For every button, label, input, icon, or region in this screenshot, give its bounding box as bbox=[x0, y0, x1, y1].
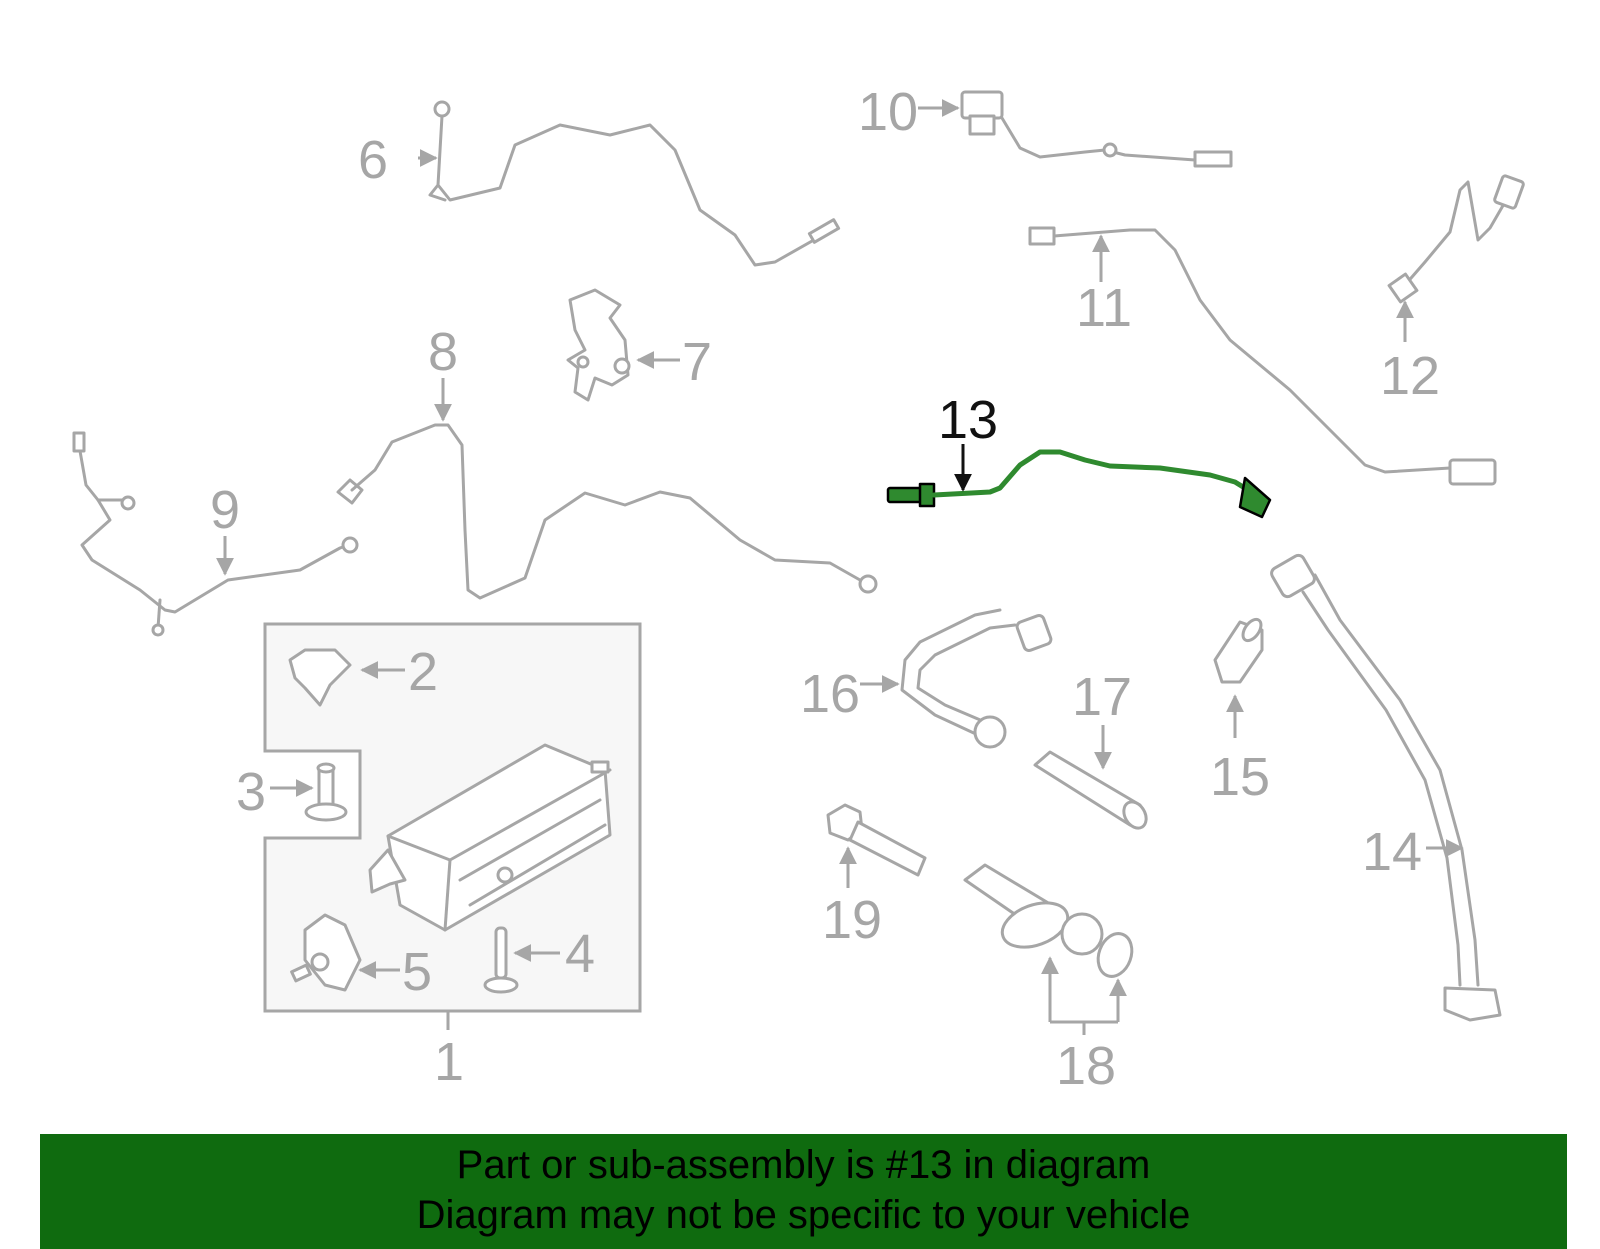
part-3-bolt[interactable] bbox=[304, 762, 348, 822]
callout-19: 19 bbox=[822, 846, 882, 950]
callout-19-label: 19 bbox=[822, 890, 882, 950]
part-13-oxygen-sensor[interactable] bbox=[886, 449, 1272, 519]
part-15-sensor[interactable] bbox=[1213, 616, 1265, 684]
callout-14: 14 bbox=[1362, 822, 1464, 882]
callout-3-label: 3 bbox=[236, 762, 266, 822]
canister[interactable] bbox=[368, 743, 612, 932]
callout-9-label: 9 bbox=[210, 480, 240, 540]
callout-10-label: 10 bbox=[858, 82, 918, 142]
part-16-hose[interactable] bbox=[900, 608, 1053, 749]
part-5-valve[interactable] bbox=[290, 913, 362, 992]
callout-8: 8 bbox=[428, 322, 458, 422]
info-banner: Part or sub-assembly is #13 in diagram D… bbox=[40, 1134, 1567, 1249]
callout-4: 4 bbox=[513, 924, 595, 984]
callout-15-label: 15 bbox=[1210, 747, 1270, 807]
part-6-vacuum-tube[interactable] bbox=[428, 100, 841, 267]
callout-7-label: 7 bbox=[682, 332, 712, 392]
part-8-vapor-tube[interactable] bbox=[336, 423, 878, 600]
callout-7: 7 bbox=[636, 332, 712, 392]
part-10-sensor[interactable] bbox=[960, 90, 1233, 168]
callout-12-label: 12 bbox=[1380, 346, 1440, 406]
callout-13: 13 bbox=[938, 390, 998, 492]
part-11-oxygen-sensor[interactable] bbox=[1028, 226, 1497, 486]
callout-9: 9 bbox=[210, 480, 240, 576]
callout-17: 17 bbox=[1072, 667, 1132, 770]
callout-6: 6 bbox=[358, 130, 438, 190]
callout-2-label: 2 bbox=[408, 642, 438, 702]
part-9-vapor-tube[interactable] bbox=[72, 431, 359, 637]
callout-6-label: 6 bbox=[358, 130, 388, 190]
callout-18-label: 18 bbox=[1056, 1036, 1116, 1096]
callout-18: 18 bbox=[1041, 956, 1127, 1096]
callout-15: 15 bbox=[1210, 694, 1270, 807]
part-19-bolt[interactable] bbox=[826, 803, 927, 877]
callout-16-label: 16 bbox=[800, 664, 860, 724]
part-17-connector[interactable] bbox=[1033, 750, 1151, 832]
callout-13-label: 13 bbox=[938, 390, 998, 450]
part-14-hose[interactable] bbox=[1269, 553, 1502, 1022]
callout-11-label: 11 bbox=[1076, 278, 1132, 338]
banner-line-1: Part or sub-assembly is #13 in diagram bbox=[456, 1143, 1151, 1187]
callout-3: 3 bbox=[236, 762, 314, 822]
banner-line-2: Diagram may not be specific to your vehi… bbox=[416, 1193, 1191, 1237]
callout-8-label: 8 bbox=[428, 322, 458, 382]
part-4-screw[interactable] bbox=[483, 926, 519, 994]
part-2-clip[interactable] bbox=[288, 648, 352, 707]
callout-11: 11 bbox=[1076, 234, 1132, 338]
callout-5: 5 bbox=[358, 942, 432, 1002]
callout-4-label: 4 bbox=[565, 924, 595, 984]
callout-12: 12 bbox=[1380, 300, 1440, 406]
callout-14-label: 14 bbox=[1362, 822, 1422, 882]
part-18-fitting[interactable] bbox=[963, 863, 1138, 981]
callout-10: 10 bbox=[858, 82, 960, 142]
callout-17-label: 17 bbox=[1072, 667, 1132, 727]
callout-1: 1 bbox=[434, 1011, 464, 1092]
callout-16: 16 bbox=[800, 664, 900, 724]
callout-1-label: 1 bbox=[434, 1032, 464, 1092]
callout-5-label: 5 bbox=[402, 942, 432, 1002]
part-12-sensor[interactable] bbox=[1387, 174, 1525, 304]
callout-2: 2 bbox=[360, 642, 438, 702]
part-7-bracket[interactable] bbox=[566, 288, 631, 402]
